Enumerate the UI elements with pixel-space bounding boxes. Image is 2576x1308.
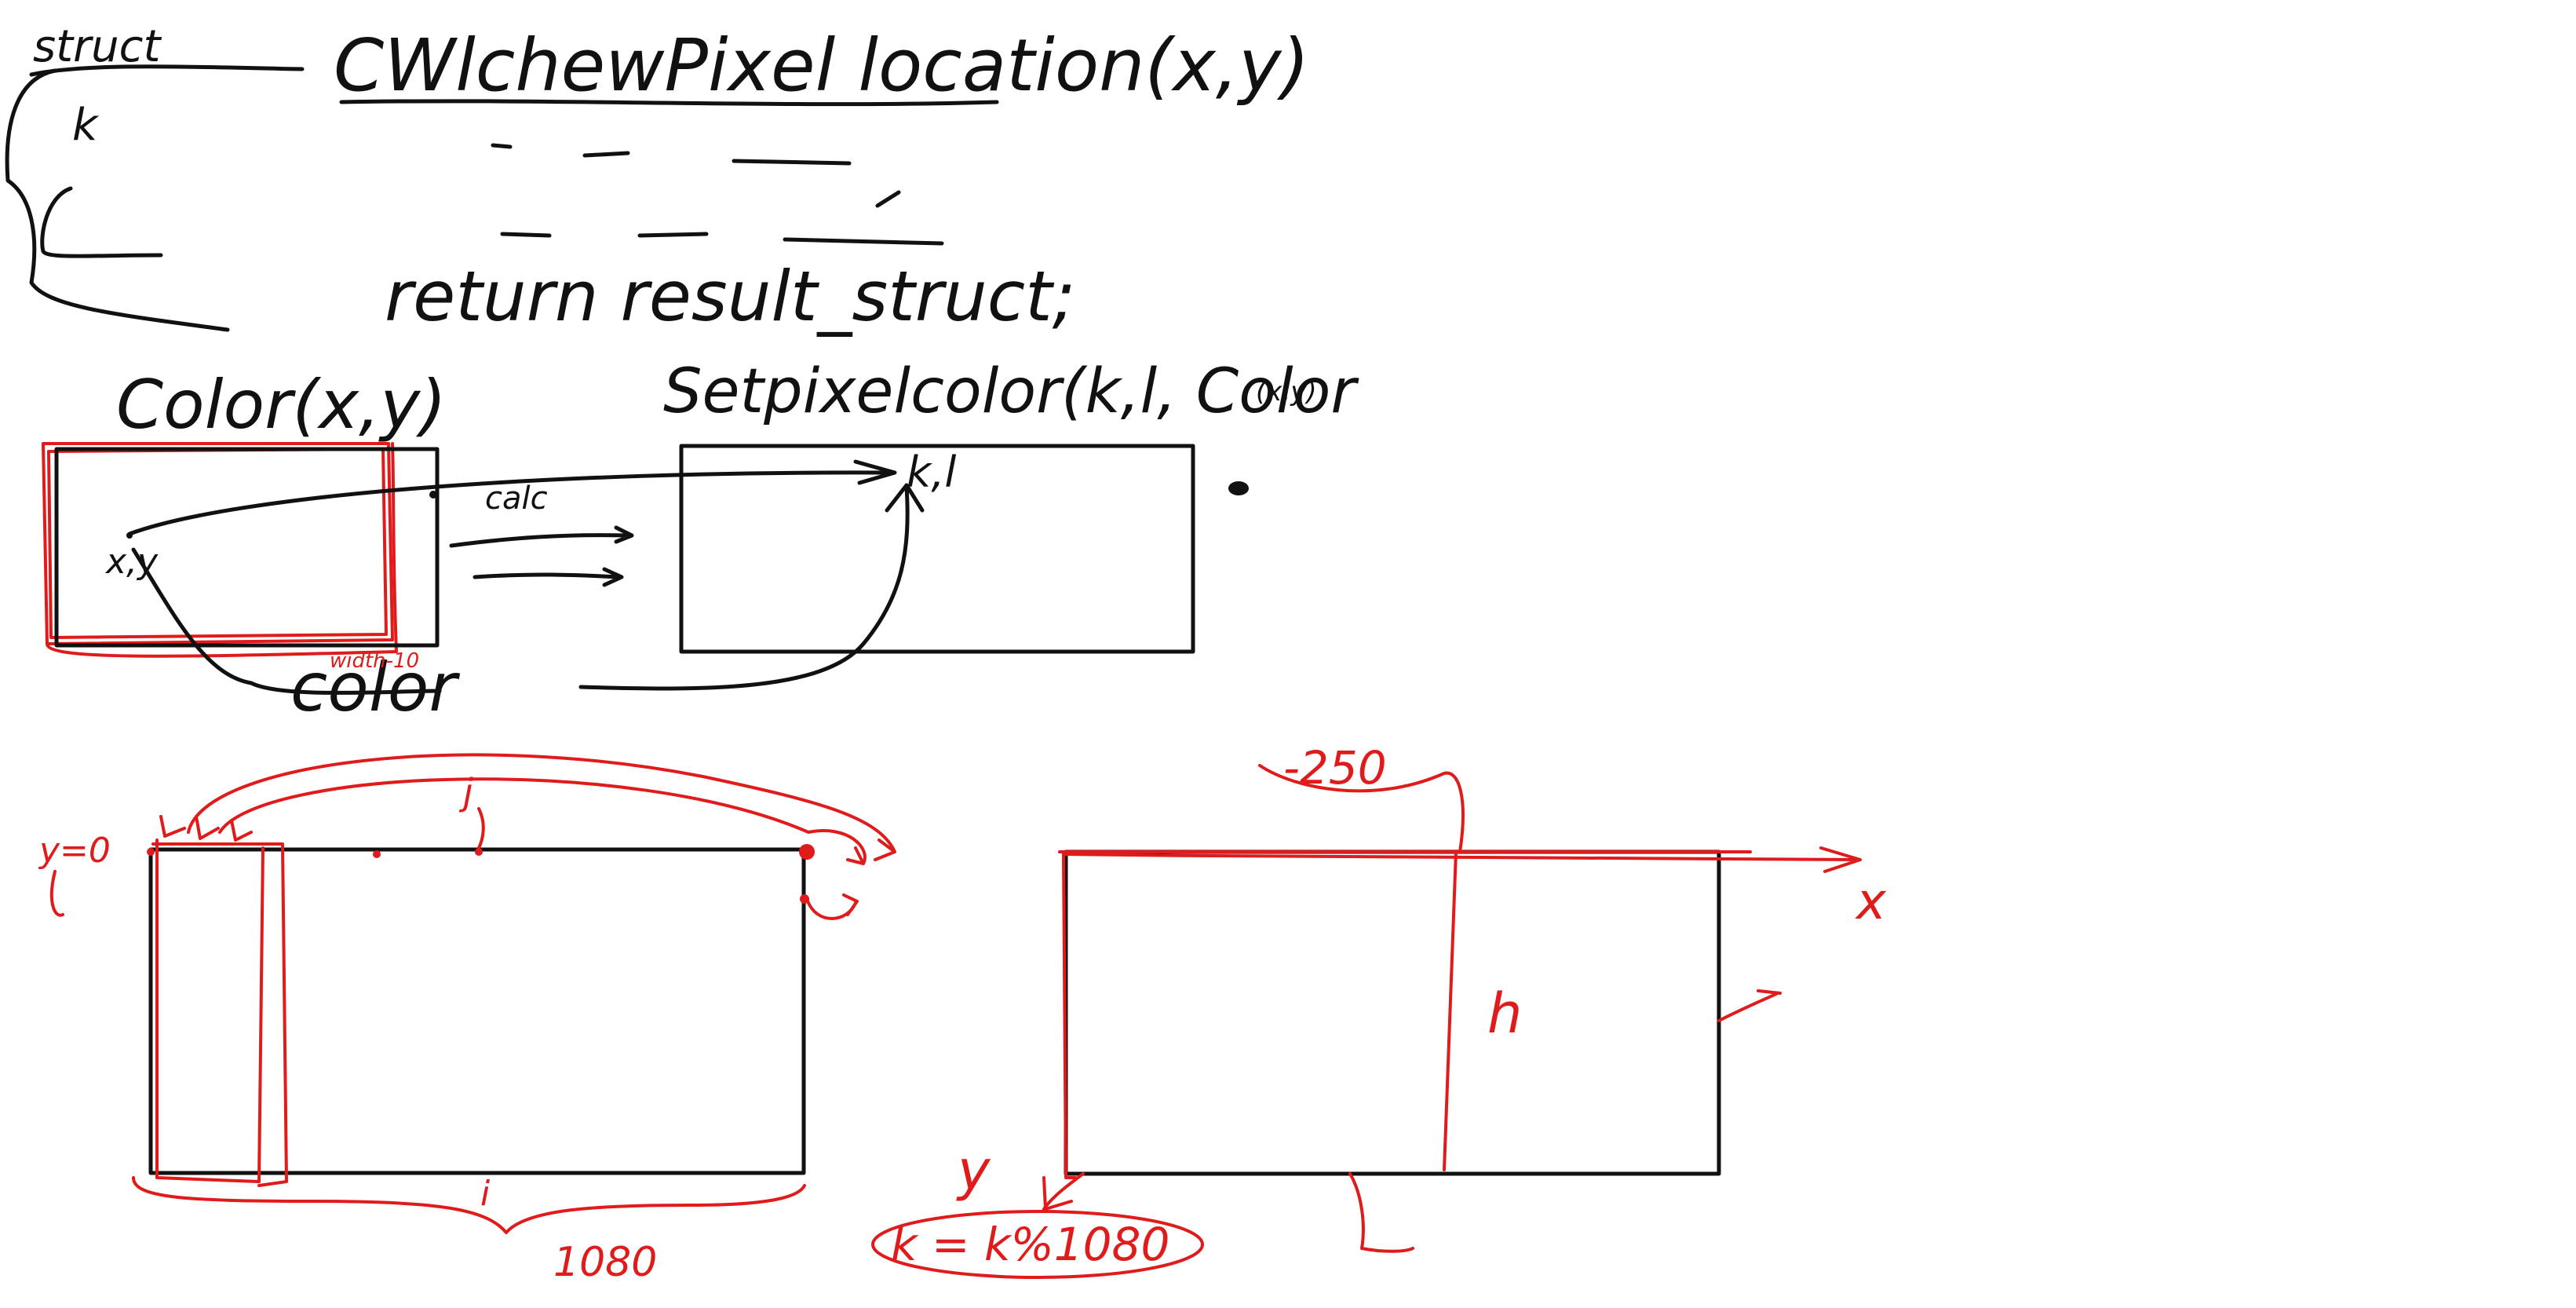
y0-label: y=0 (38, 831, 111, 871)
h-label: h (1487, 981, 1522, 1046)
set-pixel-call: Setpixelcolor(k,l, Color (663, 356, 1359, 427)
row-end-marker (799, 844, 815, 860)
row-mid-marker (373, 850, 381, 858)
column-highlight (151, 839, 288, 1187)
offset-diagram: x -250 h y k = k%1080 (871, 741, 1887, 1279)
return-line: return result_struct; (385, 256, 1075, 337)
struct-var-l (40, 186, 163, 258)
call-line: CWlchewPixel location(x,y) (334, 24, 1309, 108)
row-mid-marker (475, 848, 483, 856)
calc-arrow-1 (449, 525, 634, 548)
x-label: x (1855, 873, 1887, 931)
y-label: y (956, 1138, 991, 1203)
calc-label: calc (485, 480, 548, 517)
j-label: j (458, 771, 473, 813)
left-brace (5, 68, 230, 332)
y-arrow (1042, 1172, 1085, 1211)
vertical-offset-line (1443, 850, 1458, 1171)
calc-arrow-2 (473, 567, 624, 587)
color-label: color (290, 649, 460, 727)
mapping-arrowhead (853, 459, 897, 485)
width-1080: 1080 (553, 1239, 657, 1286)
x-axis-arrow (1062, 846, 1862, 873)
iteration-diagram: y=0 j i 1080 (38, 753, 896, 1286)
placeholder-dash (582, 151, 630, 158)
offset-label: -250 (1283, 741, 1387, 795)
placeholder-dash (491, 143, 513, 149)
source-red-outline (42, 442, 394, 645)
color-arrow (131, 547, 442, 695)
l-label (1348, 1172, 1414, 1253)
source-image-box (54, 447, 440, 648)
color-call: Color(x,y) (116, 366, 447, 444)
struct-label: struct (33, 21, 162, 72)
row-next-marker (800, 894, 809, 904)
struct-underline (29, 64, 305, 77)
offset-arc (1258, 764, 1465, 853)
mapping-arrow (127, 470, 889, 536)
iteration-box (148, 847, 806, 1175)
destination-image-box (679, 444, 1195, 654)
source-dot (429, 491, 437, 499)
destination-dot (1228, 481, 1249, 495)
source-red-extension (46, 442, 398, 658)
row-step-arc (805, 893, 859, 920)
formula-ellipse (871, 1210, 1204, 1279)
j-arrow (477, 807, 485, 849)
placeholder-dash (500, 232, 552, 238)
placeholder-dash (783, 237, 944, 246)
struct-var-k: k (72, 100, 100, 151)
i-label: i (480, 1174, 491, 1214)
width-label: width-10 (330, 649, 419, 673)
mapping-diagram: x,y k,l calc color width-10 (42, 442, 1249, 727)
xy-point (126, 532, 133, 539)
loop-arc-inner (218, 777, 867, 865)
placeholder-dash (732, 159, 852, 166)
call-underline (339, 99, 999, 107)
color-args: (x,y) (1256, 376, 1317, 407)
code-notes: struct k CWlchewPixel location(x,y) retu… (5, 21, 1359, 444)
row-start-marker (147, 848, 155, 856)
placeholder-dash (875, 190, 901, 208)
width-brace (132, 1176, 806, 1234)
kl-label: k,l (907, 448, 956, 497)
offset-box (1064, 849, 1721, 1176)
loop-arrows-left (159, 815, 253, 842)
formula: k = k%1080 (891, 1218, 1169, 1271)
y0-curl (49, 870, 64, 917)
color-arrow-to-dest (578, 483, 925, 691)
offset-box-red-outline (1058, 850, 1752, 1179)
placeholder-dash (637, 232, 709, 238)
right-tick (1717, 989, 1782, 1022)
loop-arc-outer (187, 753, 896, 861)
